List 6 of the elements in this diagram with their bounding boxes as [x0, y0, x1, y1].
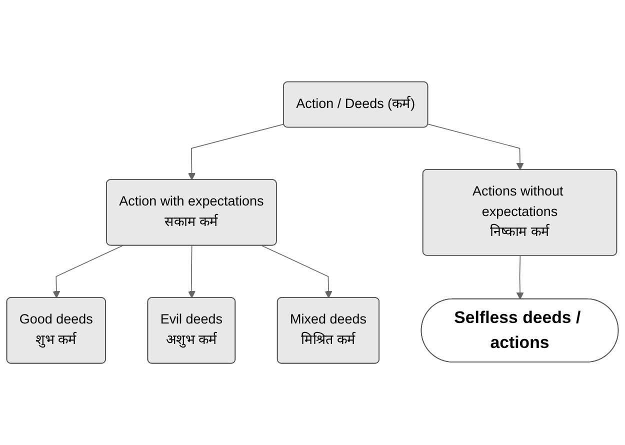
arrow: [516, 255, 524, 300]
arrow: [188, 245, 196, 298]
arrow: [188, 124, 284, 180]
arrow: [262, 245, 332, 298]
arrow: [52, 245, 123, 298]
arrow: [428, 124, 524, 170]
